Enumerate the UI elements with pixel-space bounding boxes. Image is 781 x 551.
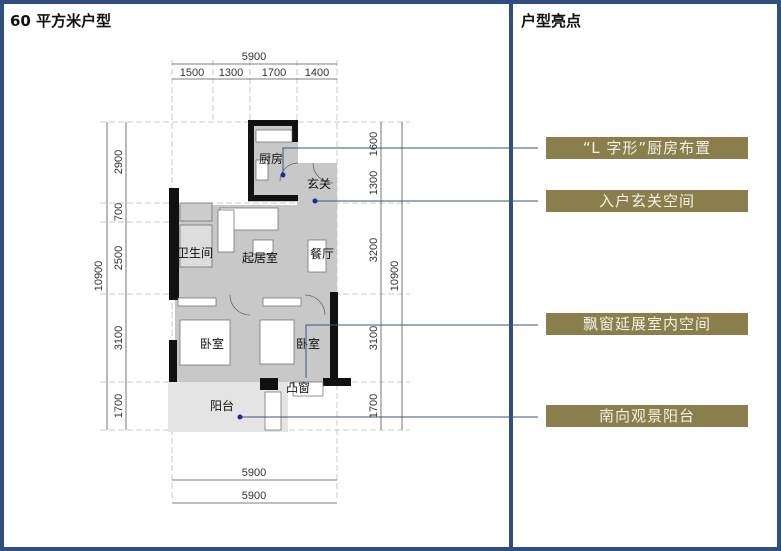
svg-text:1300: 1300 <box>219 67 243 79</box>
svg-text:2900: 2900 <box>113 150 125 174</box>
highlight-entry-foyer: 入户玄关空间 <box>546 190 748 212</box>
room-bathroom-label: 卫生间 <box>177 246 213 260</box>
svg-text:1700: 1700 <box>113 394 125 418</box>
svg-text:10900: 10900 <box>93 261 105 292</box>
svg-text:5900: 5900 <box>242 51 266 63</box>
svg-text:1600: 1600 <box>368 132 380 156</box>
svg-text:5900: 5900 <box>242 467 266 479</box>
svg-text:1700: 1700 <box>368 394 380 418</box>
svg-text:3200: 3200 <box>368 238 380 262</box>
room-bedroom-2-label: 卧室 <box>296 336 320 351</box>
svg-text:3100: 3100 <box>113 326 125 350</box>
highlight-south-balcony: 南向观景阳台 <box>546 405 748 427</box>
highlight-l-kitchen: “L 字形”厨房布置 <box>546 137 748 159</box>
svg-text:700: 700 <box>113 203 125 221</box>
room-dining-label: 餐厅 <box>310 246 334 261</box>
highlights-title: 户型亮点 <box>521 12 582 30</box>
room-kitchen-label: 厨房 <box>259 151 283 166</box>
svg-text:10900: 10900 <box>389 261 401 292</box>
svg-text:3100: 3100 <box>368 326 380 350</box>
room-entry-label: 玄关 <box>307 176 331 191</box>
highlights-panel <box>512 4 777 547</box>
room-bay-window-label: 凸窗 <box>286 381 310 395</box>
room-living-label: 起居室 <box>242 250 278 265</box>
svg-text:1300: 1300 <box>368 171 380 195</box>
svg-text:1700: 1700 <box>262 67 286 79</box>
floorplan-panel <box>4 4 512 547</box>
room-balcony-label: 阳台 <box>210 398 234 413</box>
svg-text:2500: 2500 <box>113 246 125 270</box>
room-bedroom-1-label: 卧室 <box>200 336 224 351</box>
floorplan-title: 60 平方米户型 <box>10 12 112 30</box>
svg-text:5900: 5900 <box>242 490 266 502</box>
highlight-bay-window: 飘窗延展室内空间 <box>546 313 748 335</box>
svg-text:1500: 1500 <box>180 67 204 79</box>
svg-text:1400: 1400 <box>305 67 329 79</box>
